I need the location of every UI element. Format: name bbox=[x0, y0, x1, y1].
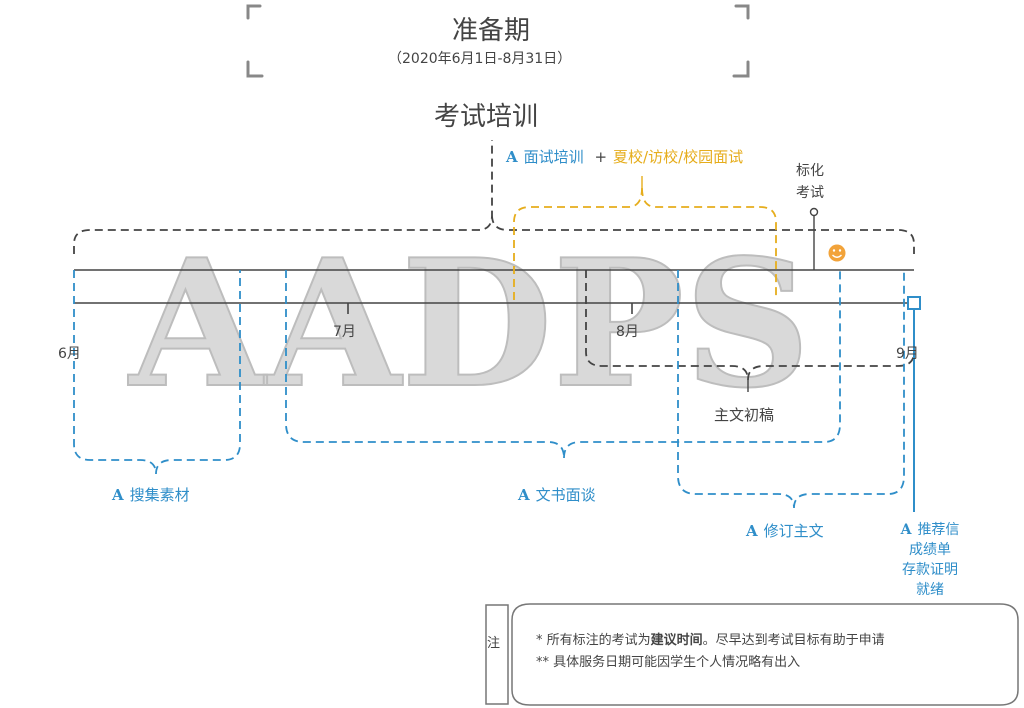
note-line1: * 所有标注的考试为建议时间。尽早达到考试目标有助于申请 bbox=[536, 630, 885, 652]
ready-a-mark: A bbox=[900, 522, 912, 538]
month-june: 6月 bbox=[58, 346, 81, 362]
revise-a-mark: A bbox=[746, 522, 758, 540]
month-july: 7月 bbox=[333, 324, 356, 340]
watermark-text: AADPS bbox=[127, 222, 810, 427]
ready-line2: 成绩单 bbox=[909, 542, 951, 558]
standard-test-pin bbox=[809, 207, 819, 270]
ready-line4: 就绪 bbox=[916, 582, 944, 598]
interview-label: A 面试培训 + 夏校/访校/校园面试 bbox=[506, 146, 743, 167]
collect-a-mark: A bbox=[112, 486, 124, 504]
timeline-bars bbox=[74, 269, 914, 314]
collect-bracket bbox=[73, 270, 241, 475]
exam-training-title: 考试培训 bbox=[434, 102, 539, 132]
note-text: * 所有标注的考试为建议时间。尽早达到考试目标有助于申请 ** 具体服务日期可能… bbox=[536, 630, 885, 674]
note-line2: ** 具体服务日期可能因学生个人情况略有出入 bbox=[536, 655, 801, 670]
collect-text: 搜集素材 bbox=[129, 486, 190, 504]
ready-line3: 存款证明 bbox=[902, 562, 958, 578]
collect-label: A 搜集素材 bbox=[112, 484, 190, 505]
note-tag: 注 bbox=[487, 636, 501, 651]
note-box bbox=[511, 603, 1019, 706]
note-line1-bold: 建议时间 bbox=[650, 633, 703, 648]
month-september: 9月 bbox=[896, 346, 919, 362]
draft-bracket bbox=[585, 270, 915, 381]
standard-test-line2: 考试 bbox=[796, 185, 824, 201]
interview-brace bbox=[513, 187, 777, 300]
note-tag-box bbox=[485, 604, 509, 705]
revise-text: 修订主文 bbox=[763, 522, 824, 540]
interview-docs-bracket bbox=[285, 270, 841, 459]
revise-bracket bbox=[677, 270, 905, 509]
header-frame bbox=[246, 4, 750, 78]
page-title: 准备期 bbox=[452, 16, 531, 46]
date-range: （2020年6月1日-8月31日） bbox=[388, 51, 572, 67]
plus-sign: + bbox=[594, 148, 608, 166]
ready-marker bbox=[907, 296, 921, 512]
standard-test-line1: 标化 bbox=[796, 163, 824, 179]
interview-a-mark: A bbox=[506, 148, 518, 166]
month-august: 8月 bbox=[616, 324, 639, 340]
ready-line1: 推荐信 bbox=[917, 522, 960, 538]
summer-visit-text: 夏校/访校/校园面试 bbox=[613, 148, 744, 166]
draft-label: 主文初稿 bbox=[714, 406, 775, 424]
interview-docs-label: A 文书面谈 bbox=[518, 484, 596, 505]
revise-label: A 修订主文 bbox=[746, 520, 824, 541]
interview-training-text: 面试培训 bbox=[523, 148, 584, 166]
exam-training-brace bbox=[73, 140, 915, 254]
standard-test-label: 标化 考试 bbox=[796, 160, 824, 204]
note-line1-prefix: * 所有标注的考试为 bbox=[536, 633, 651, 648]
note-line1-suffix: 。尽早达到考试目标有助于申请 bbox=[702, 633, 885, 648]
interview-docs-a-mark: A bbox=[518, 486, 530, 504]
smiley-icon bbox=[828, 244, 846, 262]
interview-docs-text: 文书面谈 bbox=[535, 486, 596, 504]
ready-label: A 推荐信 成绩单 存款证明 就绪 bbox=[890, 520, 970, 600]
